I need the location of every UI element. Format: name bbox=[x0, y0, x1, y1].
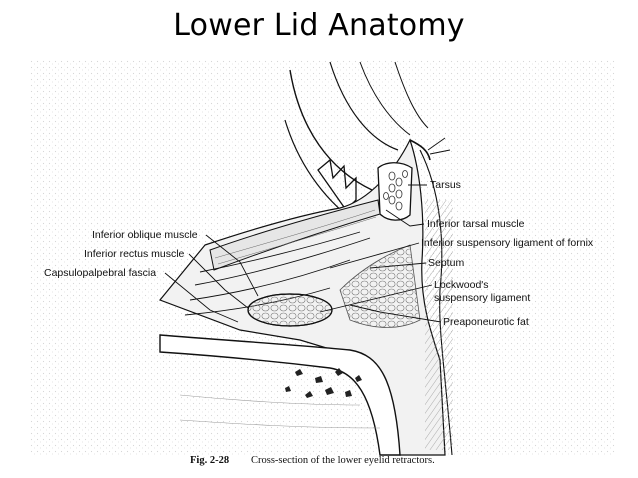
label-septum: Septum bbox=[428, 257, 464, 269]
leader-lines bbox=[164, 184, 442, 323]
label-inferior-tarsal-muscle: Inferior tarsal muscle bbox=[427, 218, 525, 230]
label-inferior-suspensory-ligament-of-fornix: Inferior suspensory ligament of fornix bbox=[421, 237, 594, 249]
label-lockwoods-line2: suspensory ligament bbox=[434, 292, 530, 304]
label-lockwoods-line1: Lockwood's bbox=[434, 279, 489, 291]
label-inferior-oblique-muscle: Inferior oblique muscle bbox=[92, 229, 198, 241]
slide-title: Lower Lid Anatomy bbox=[173, 8, 465, 43]
retractor-muscle-bundles bbox=[184, 199, 381, 316]
inferior-oblique-muscle-section bbox=[247, 293, 333, 327]
orbital-floor-bone bbox=[159, 334, 401, 456]
tarsus-plate bbox=[377, 162, 413, 221]
label-tarsus: Tarsus bbox=[430, 179, 461, 191]
label-preaponeurotic-fat: Preaponeurotic fat bbox=[443, 316, 529, 328]
figure-number: Fig. 2-28 bbox=[190, 455, 229, 466]
figure-caption: Cross-section of the lower eyelid retrac… bbox=[251, 455, 435, 466]
label-capsulopalpebral-fascia: Capsulopalpebral fascia bbox=[44, 267, 156, 279]
label-inferior-rectus-muscle: Inferior rectus muscle bbox=[84, 248, 185, 260]
